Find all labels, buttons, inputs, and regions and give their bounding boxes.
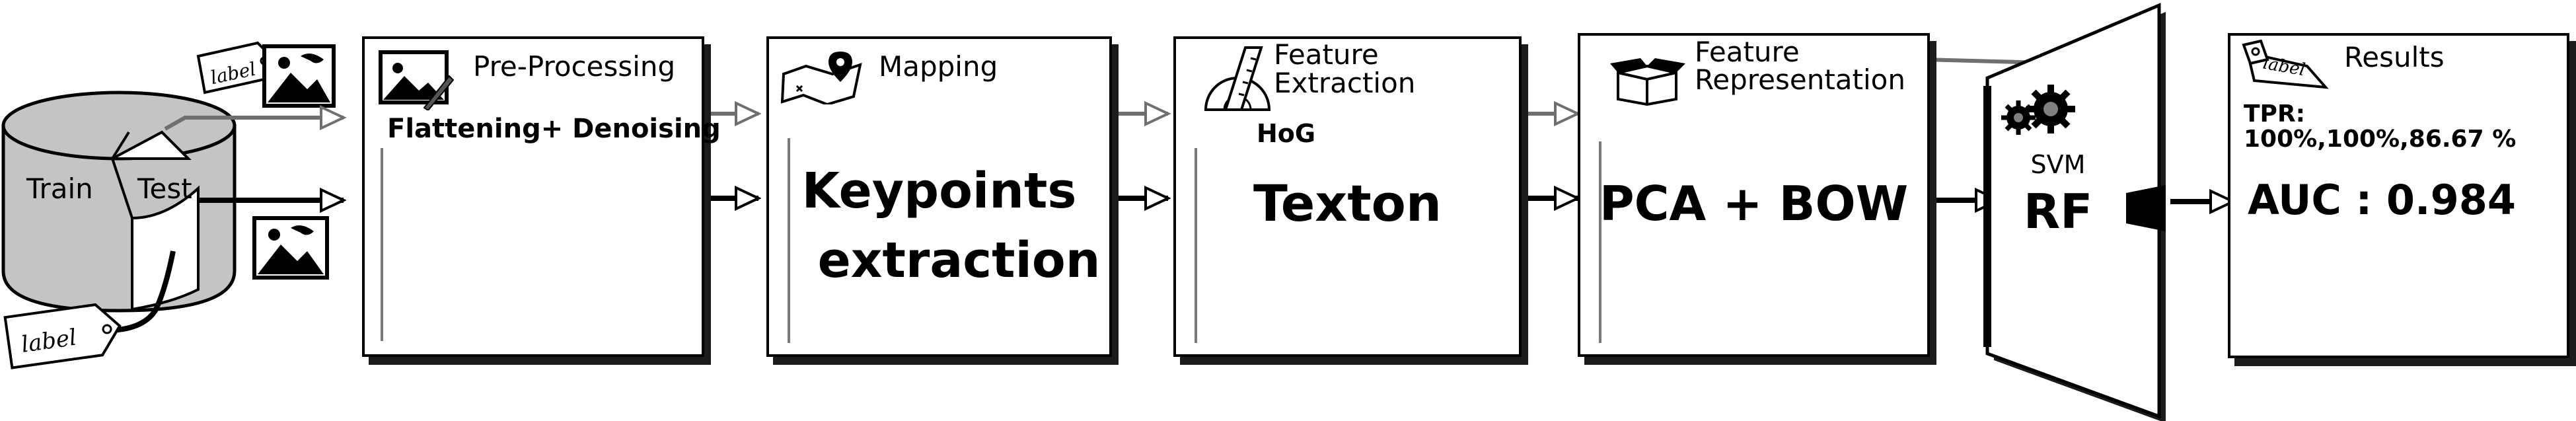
results-tpr-label: TPR: xyxy=(2244,100,2306,128)
box-marker xyxy=(788,138,790,343)
feature-representation-title-1: Feature xyxy=(1695,36,1800,68)
image-thumbnail-icon xyxy=(262,44,336,108)
image-edit-icon xyxy=(379,50,454,110)
train-arrow xyxy=(164,118,344,131)
preprocessing-subtitle: Flattening+ Denoising xyxy=(387,114,721,144)
bottom-tag-icon xyxy=(3,303,122,369)
results-tpr-values: 100%,100%,86.67 % xyxy=(2244,126,2517,153)
mapping-content-line1: Keypoints xyxy=(801,163,1077,219)
test-label: Test xyxy=(137,172,192,205)
preprocessing-title: Pre-Processing xyxy=(473,50,676,83)
results-auc: AUC : 0.984 xyxy=(2248,176,2516,224)
results-title: Results xyxy=(2344,41,2445,73)
box-marker xyxy=(381,148,383,341)
results-box xyxy=(2228,33,2569,358)
test-label-connector xyxy=(105,250,176,333)
gears-icon xyxy=(2001,85,2075,135)
feature-representation-content: PCA + BOW xyxy=(1599,176,1909,231)
train-label: Train xyxy=(26,172,93,205)
results-tag-icon xyxy=(2242,40,2329,89)
feature-extraction-small: HoG xyxy=(1257,119,1316,148)
feature-representation-title-2: Representation xyxy=(1695,63,1905,96)
open-box-icon xyxy=(1610,58,1685,106)
classifier-small-label: SVM xyxy=(2031,150,2086,179)
dataset-cylinder xyxy=(1,91,237,313)
classifier-big-label: RF xyxy=(2024,184,2093,239)
box-marker xyxy=(1599,141,1601,343)
box-marker xyxy=(1195,148,1197,343)
protractor-ruler-icon xyxy=(1204,46,1271,111)
feature-extraction-title-1: Feature xyxy=(1274,38,1379,71)
mapping-title: Mapping xyxy=(879,50,998,83)
image-thumbnail-icon xyxy=(252,216,329,280)
mapping-content-line2: extraction xyxy=(817,232,1101,289)
feature-extraction-title-2: Extraction xyxy=(1274,67,1416,99)
feature-extraction-content: Texton xyxy=(1253,174,1442,233)
map-pin-icon xyxy=(780,52,862,104)
